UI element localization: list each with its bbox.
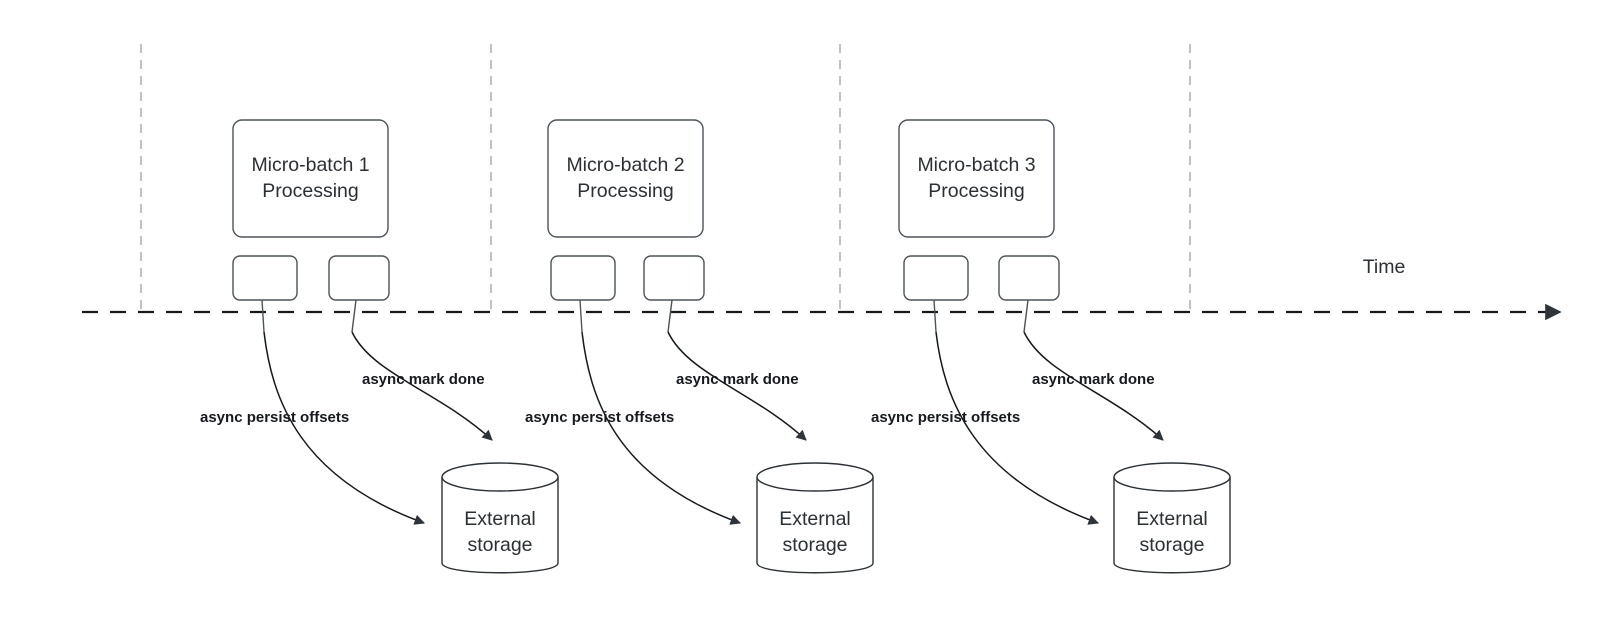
external-storage-3-top (1113, 462, 1231, 492)
micro-batch-3-persist-arrow (935, 331, 1099, 525)
micro-batch-group-2: Micro-batch 2 Processing async persist o… (525, 119, 874, 574)
micro-batch-3-stem-2 (1023, 299, 1029, 333)
micro-batch-1-persist-label: async persist offsets (200, 409, 349, 426)
micro-batch-2-stem-2 (667, 299, 673, 333)
micro-batch-3-label-line1: Micro-batch 3 (917, 154, 1035, 176)
external-storage-1-top (441, 462, 559, 492)
micro-batch-1-mark-done-arrow (351, 331, 493, 441)
timeline-axis-label: Time (1363, 256, 1406, 278)
micro-batch-3-mark-done-label: async mark done (1032, 371, 1155, 388)
micro-batch-2-label-line2: Processing (577, 180, 673, 202)
external-storage-3-body (1113, 477, 1231, 574)
micro-batch-2-stem-1 (579, 299, 583, 333)
micro-batch-1-task-box-2[interactable] (328, 255, 390, 301)
external-storage-3-label-line2: storage (1139, 534, 1204, 556)
micro-batch-1-box[interactable] (232, 119, 389, 238)
micro-batch-2-box[interactable] (547, 119, 704, 238)
micro-batch-1-mark-done-label: async mark done (362, 371, 485, 388)
external-storage-3-label-line1: External (1136, 508, 1208, 530)
micro-batch-2-mark-done-label: async mark done (676, 371, 799, 388)
micro-batch-3-box[interactable] (898, 119, 1055, 238)
external-storage-2-label-line1: External (779, 508, 851, 530)
micro-batch-1-label-line1: Micro-batch 1 (251, 154, 369, 176)
micro-batch-2-persist-label: async persist offsets (525, 409, 674, 426)
external-storage-2-top (756, 462, 874, 492)
external-storage-1[interactable]: External storage (441, 462, 559, 574)
micro-batch-2-mark-done-arrow (667, 331, 807, 441)
micro-batch-2-task-box-2[interactable] (643, 255, 705, 301)
external-storage-1-body (441, 477, 559, 574)
external-storage-1-label-line1: External (464, 508, 536, 530)
micro-batch-3-stem-1 (933, 299, 937, 333)
micro-batch-group-3: Micro-batch 3 Processing async persist o… (871, 119, 1231, 574)
external-storage-2[interactable]: External storage (756, 462, 874, 574)
external-storage-3[interactable]: External storage (1113, 462, 1231, 574)
timeline-tick-group (140, 44, 1191, 312)
micro-batch-3-task-box-2[interactable] (998, 255, 1060, 301)
external-storage-1-label-line2: storage (467, 534, 532, 556)
micro-batch-2-task-box-1[interactable] (550, 255, 616, 301)
micro-batch-3-mark-done-arrow (1023, 331, 1164, 441)
micro-batch-3-label-line2: Processing (928, 180, 1024, 202)
micro-batch-2-persist-arrow (581, 331, 741, 525)
micro-batch-1-task-box-1[interactable] (232, 255, 298, 301)
micro-batch-2-label-line1: Micro-batch 2 (566, 154, 684, 176)
external-storage-2-body (756, 477, 874, 574)
micro-batch-1-label-line2: Processing (262, 180, 358, 202)
micro-batch-1-stem-1 (261, 299, 265, 333)
micro-batch-1-stem-2 (351, 299, 357, 333)
micro-batch-3-task-box-1[interactable] (903, 255, 969, 301)
external-storage-2-label-line2: storage (782, 534, 847, 556)
micro-batch-group-1: Micro-batch 1 Processing async persist o… (200, 119, 559, 574)
micro-batch-3-persist-label: async persist offsets (871, 409, 1020, 426)
micro-batch-1-persist-arrow (263, 331, 425, 525)
